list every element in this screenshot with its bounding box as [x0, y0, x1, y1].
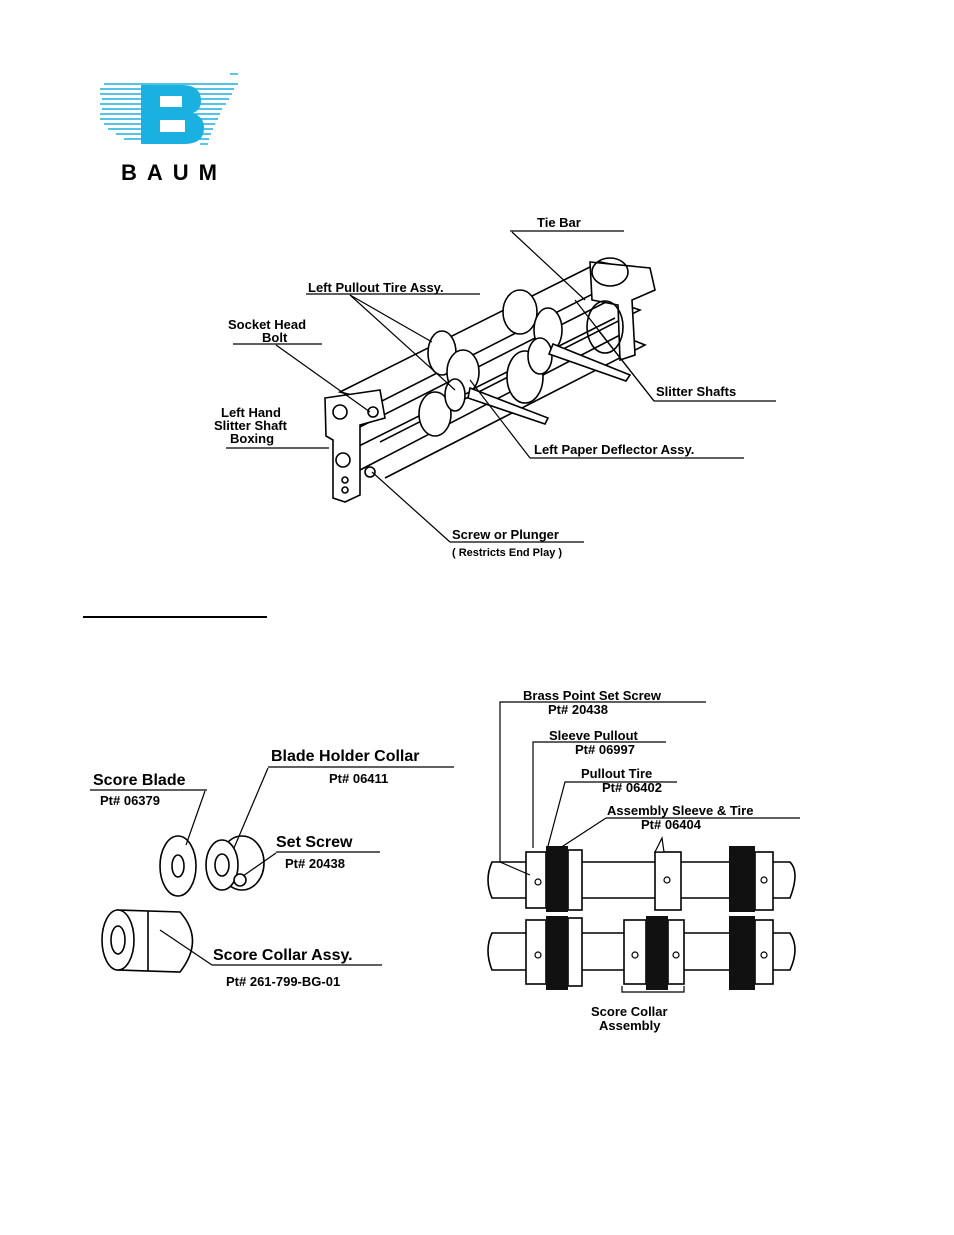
label-pullout-tire-pt: Pt# 06402 [602, 780, 662, 795]
label-left-hand-line1: Left Hand [221, 405, 281, 420]
label-restricts-end-play: ( Restricts End Play ) [452, 547, 563, 559]
label-set-screw: Set Screw [276, 834, 353, 851]
label-score-blade-pt: Pt# 06379 [100, 793, 160, 808]
label-score-collar-assy: Score Collar Assy. [213, 947, 353, 964]
label-assembly-sleeve-tire: Assembly Sleeve & Tire [607, 803, 754, 818]
label-screw-plunger: Screw or Plunger [452, 527, 559, 542]
label-brass-point-set-screw: Brass Point Set Screw [523, 688, 661, 703]
label-socket-head-line1: Socket Head [228, 317, 307, 332]
label-score-collar-line2: Assembly [599, 1018, 661, 1033]
label-slitter-shafts: Slitter Shafts [656, 384, 737, 399]
section-divider [83, 616, 267, 618]
label-sleeve-pullout-pt: Pt# 06997 [575, 742, 635, 757]
label-score-collar-assy-pt: Pt# 261-799-BG-01 [226, 974, 341, 989]
label-score-collar-line1: Score Collar [591, 1004, 668, 1019]
label-socket-head-line2: Bolt [262, 330, 288, 345]
label-blade-holder-collar: Blade Holder Collar [271, 748, 420, 765]
label-left-hand-line2: Slitter Shaft [214, 418, 287, 433]
label-assembly-sleeve-tire-pt: Pt# 06404 [641, 817, 701, 832]
label-set-screw-pt: Pt# 20438 [285, 856, 345, 871]
label-brass-point-pt: Pt# 20438 [548, 702, 608, 717]
label-left-pullout-tire: Left Pullout Tire Assy. [308, 280, 444, 295]
baum-wordmark: BAUM [121, 160, 227, 185]
label-sleeve-pullout: Sleeve Pullout [549, 728, 638, 743]
label-pullout-tire: Pullout Tire [581, 766, 653, 781]
baum-logo-mark [100, 73, 238, 145]
label-score-blade: Score Blade [93, 772, 186, 789]
label-left-paper-deflector: Left Paper Deflector Assy. [534, 442, 695, 457]
label-tie-bar: Tie Bar [537, 215, 581, 230]
label-blade-holder-collar-pt: Pt# 06411 [329, 771, 389, 786]
label-left-hand-line3: Boxing [230, 431, 275, 446]
